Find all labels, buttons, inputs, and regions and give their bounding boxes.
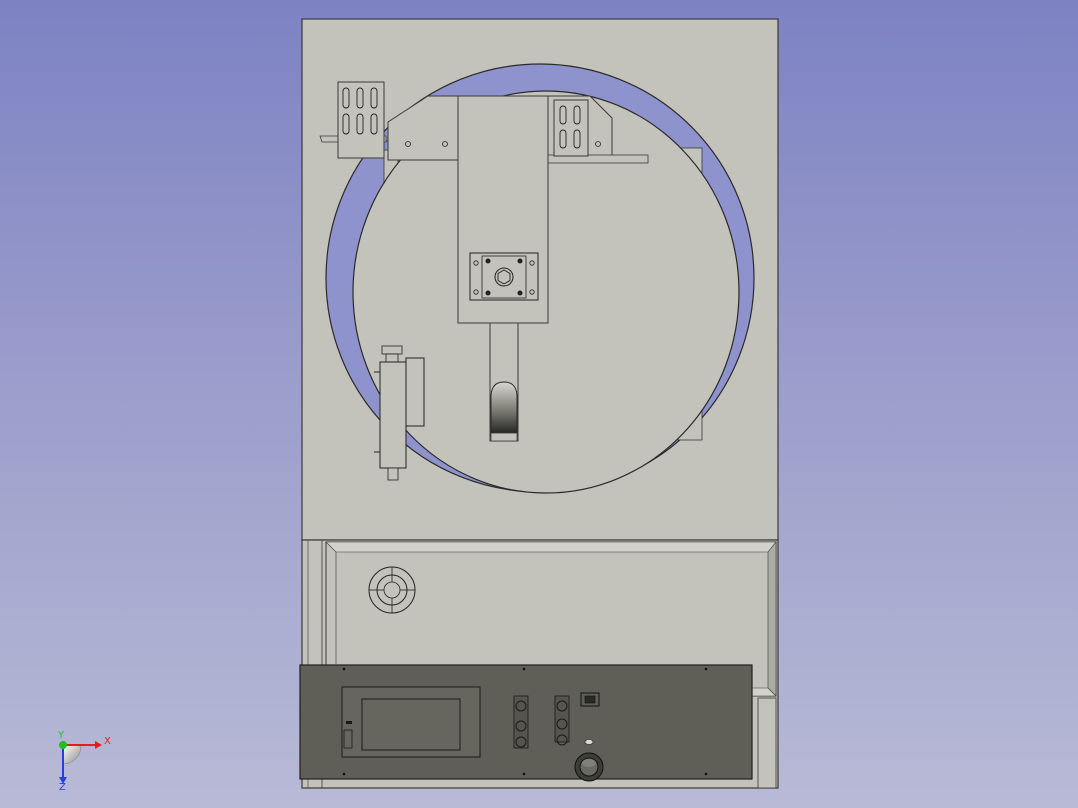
z-axis-label: Z — [59, 782, 66, 793]
side-cylinder — [374, 345, 425, 481]
rotary-switch-right[interactable] — [554, 695, 570, 746]
y-axis-label: Y — [57, 730, 65, 741]
power-switch[interactable] — [580, 692, 600, 707]
rotary-switch-left[interactable] — [513, 695, 529, 749]
x-axis-label: X — [104, 736, 111, 747]
touch-screen[interactable] — [341, 686, 481, 758]
motor-shaft — [494, 267, 514, 287]
left-slotted-bracket — [337, 81, 385, 159]
right-slotted-bracket — [553, 99, 589, 157]
z-axis-arrow — [59, 777, 67, 784]
door-knob — [368, 566, 416, 614]
y-axis-marker — [59, 741, 67, 749]
screen-status-led — [343, 729, 353, 749]
indicator-light — [584, 739, 594, 745]
x-axis-arrow — [95, 741, 102, 749]
motor-mount-plate — [469, 252, 539, 301]
axis-triad: X Y Z — [57, 730, 111, 793]
emergency-stop-button[interactable] — [574, 752, 604, 782]
sample-cup — [490, 381, 518, 442]
